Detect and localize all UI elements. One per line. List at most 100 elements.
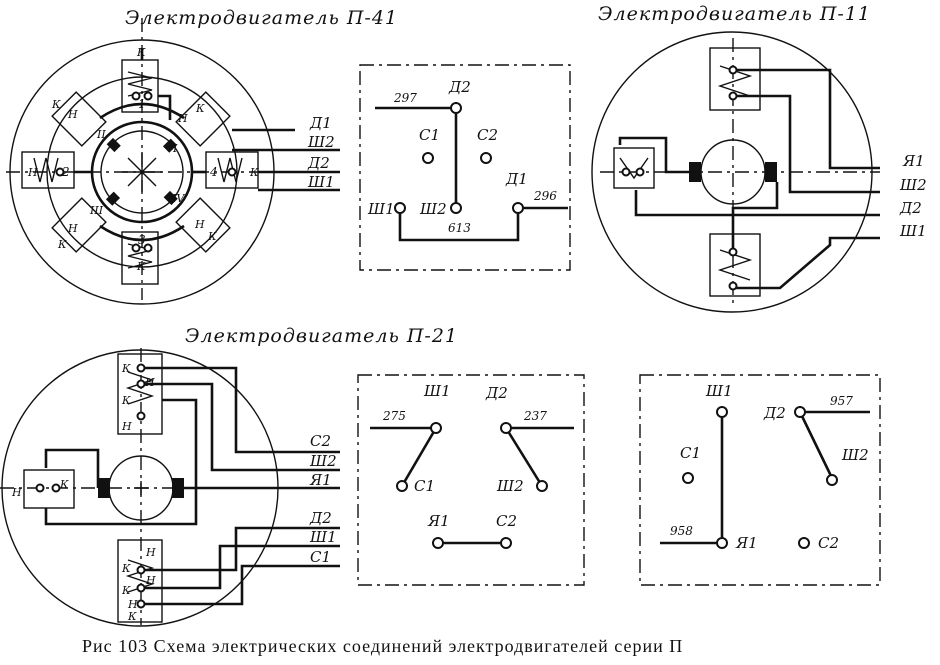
p11-pole-left: [613, 147, 655, 189]
p21a-terminal-d2: [500, 422, 512, 434]
p21-mark: К: [121, 584, 131, 597]
p21a-label-sh1: Ш1: [423, 382, 451, 400]
p41-winding-1: [127, 71, 153, 97]
p41-terminal-sh2: [450, 202, 462, 214]
p11-lead-d2: [634, 190, 880, 217]
p41-mark: Н: [67, 108, 78, 121]
p21-term: [35, 483, 45, 493]
p41-label-d2: Д2: [448, 78, 471, 96]
p21-motor-schematic: К Н К Н Н К Н К Н К Н К С2 Ш2 Я1 Д2 Ш1 С…: [0, 348, 340, 627]
p21b-terminal-c1: [682, 472, 694, 484]
p41-brush-4: [163, 190, 178, 206]
title-p21: Электродвигатель П-21: [185, 325, 458, 347]
p41-label-c2: С2: [477, 126, 498, 144]
p11-lead-label: Ш1: [899, 222, 927, 240]
p11-term: [635, 167, 645, 177]
p11-pole-top: [709, 47, 761, 111]
p41-lead-label: Д2: [307, 154, 330, 172]
p41-mark: Н: [27, 166, 38, 179]
p41-motor-schematic: К К Н К Н К Н К Н К Н К 1 2 3 4 I II III…: [6, 18, 340, 305]
p41-mark: К: [249, 166, 259, 179]
p41-brush-1: [106, 137, 121, 153]
p41-brush-3: [105, 191, 121, 206]
p21-terminal-panel-a: Ш1 Д2 С1 Ш2 Я1 С2 275 237: [357, 374, 585, 586]
p41-pole-i: [51, 91, 107, 147]
p11-term: [728, 65, 738, 75]
p11-lead-sh1: [733, 236, 880, 290]
p21a-label-d2: Д2: [485, 384, 508, 402]
p21a-terminal-c1: [396, 480, 408, 492]
p21-wire-left-bottom: [44, 398, 198, 526]
p21-mark: Н: [144, 376, 155, 389]
p41-lead-label: Ш1: [307, 173, 335, 191]
p41-wire-no-296: 296: [533, 189, 557, 203]
p11-wire-left-top: [618, 136, 690, 174]
p21-lead-d2: [141, 526, 340, 572]
p41-pole-num: 4: [209, 165, 218, 179]
p41-pole-num: 1: [138, 97, 146, 111]
p41-pole-2: [21, 151, 75, 189]
p21b-label-c2: С2: [818, 534, 839, 552]
p21-pole-left: [23, 469, 75, 509]
p21b-label-d2: Д2: [763, 404, 786, 422]
title-p11: Электродвигатель П-11: [598, 3, 871, 25]
p21b-terminal-sh2: [826, 474, 838, 486]
p11-winding-left: [619, 157, 649, 180]
p11-lead-label: Ш2: [899, 176, 927, 194]
p41-term: [55, 167, 65, 177]
p21-lead-label: Ш1: [309, 528, 337, 546]
p41-pole-roman: IV: [171, 192, 185, 205]
p21-lead-sh1: [141, 544, 340, 590]
p21-lead-c2: [141, 366, 340, 454]
p41-pole-ii: [175, 91, 231, 147]
p21a-terminal-c2: [500, 537, 512, 549]
p11-pole-bottom: [709, 233, 761, 297]
p41-label-c1: С1: [419, 126, 440, 144]
p21b-label-ya1: Я1: [735, 534, 758, 552]
p21-term: [136, 363, 146, 373]
p21-lead-sh2: [141, 382, 340, 472]
p21b-terminal-d2: [794, 406, 806, 418]
p21a-wire-d2-sh2: [504, 427, 544, 487]
p41-pole-iii: [51, 197, 107, 253]
p41-mark: Н: [194, 218, 205, 231]
p21-term: [51, 483, 61, 493]
p21-mark: Н: [145, 546, 156, 559]
p21-brush-right: [172, 478, 184, 498]
p21b-label-c1: С1: [680, 444, 701, 462]
p11-term: [728, 91, 738, 101]
p41-term: [227, 167, 237, 177]
p21b-label-sh2: Ш2: [841, 446, 869, 464]
p21-term: [136, 583, 146, 593]
p41-panel-box: [359, 64, 571, 271]
p41-terminal-sh1: [394, 202, 406, 214]
p21a-label-ya1: Я1: [427, 512, 450, 530]
p21-lead-label: С1: [310, 548, 331, 566]
p21-mark: К: [121, 394, 131, 407]
p41-pole-num: 2: [61, 165, 70, 179]
p21-mark: К: [121, 362, 131, 375]
p41-pole-4: [205, 151, 259, 189]
p21-lead-label: Д2: [309, 509, 332, 527]
p21b-terminal-sh1: [716, 406, 728, 418]
p41-pole-iv: [175, 197, 231, 253]
p41-label-sh2: Ш2: [419, 200, 447, 218]
p41-terminal-c1: [422, 152, 434, 164]
p11-term: [728, 281, 738, 291]
p21-pole-top: [117, 353, 163, 435]
p41-wire-no-297: 297: [393, 91, 417, 105]
figure-caption: Рис 103 Схема электрических соединений э…: [82, 636, 683, 656]
p21-winding-top: [125, 371, 155, 405]
p21a-wire-sh1-c1: [400, 427, 438, 487]
p21b-label-sh1: Ш1: [705, 382, 733, 400]
p41-term: [143, 91, 153, 101]
p41-winding-4: [217, 157, 243, 183]
p21a-label-c1: С1: [414, 477, 435, 495]
p21-lead-label: Я1: [309, 471, 332, 489]
p11-wire-bottom: [731, 182, 779, 252]
p21a-label-c2: С2: [496, 512, 517, 530]
p21a-wire-no-275: 275: [382, 409, 406, 423]
p21a-panel-box: [357, 374, 585, 586]
